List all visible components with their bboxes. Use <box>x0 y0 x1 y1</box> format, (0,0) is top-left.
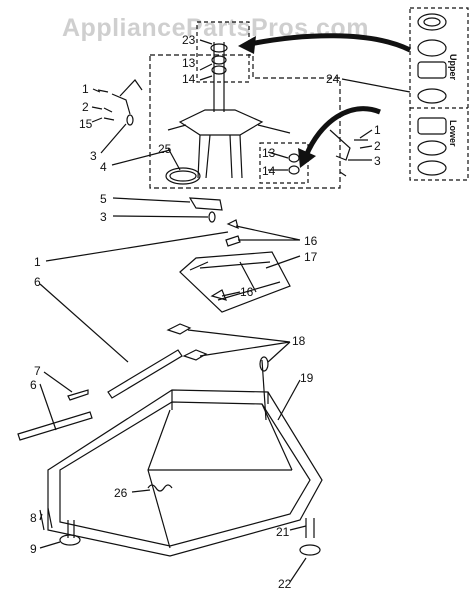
callout-9: 9 <box>30 542 37 556</box>
callout-8: 8 <box>30 511 37 525</box>
gearcase-group-box <box>149 54 341 189</box>
callout-13-right: 13 <box>262 146 276 160</box>
support-tray <box>179 251 291 313</box>
lower-bearing-box <box>259 142 309 184</box>
foot-left <box>59 534 81 546</box>
callout-14-right: 14 <box>262 164 276 178</box>
callout-6: 6 <box>34 275 41 289</box>
callout-3-lower: 3 <box>100 210 107 224</box>
inset-label-upper: Upper <box>448 54 458 81</box>
callout-4: 4 <box>100 160 107 174</box>
callout-3: 3 <box>90 149 97 163</box>
callout-1-right: 1 <box>374 123 381 137</box>
callout-7: 7 <box>34 364 41 378</box>
arrow-upper <box>249 33 412 53</box>
arrow-lower <box>303 106 381 157</box>
callout-21: 21 <box>276 525 290 539</box>
callout-17: 17 <box>304 250 318 264</box>
callout-23: 23 <box>182 33 196 47</box>
callout-6-lower: 6 <box>30 378 37 392</box>
inset-label-lower: Lower <box>448 120 458 147</box>
callout-2-right: 2 <box>374 139 381 153</box>
brace-lower <box>17 411 93 441</box>
bearing-inset-box <box>409 7 469 181</box>
callout-1-lower: 1 <box>34 255 41 269</box>
callout-3-right: 3 <box>374 154 381 168</box>
callout-16-tray: 16 <box>240 285 254 299</box>
callout-16: 16 <box>304 234 318 248</box>
callout-5: 5 <box>100 192 107 206</box>
gearcase-body <box>178 109 264 136</box>
callout-13: 13 <box>182 56 196 70</box>
callout-26: 26 <box>114 486 128 500</box>
brace-upper <box>107 349 183 399</box>
spindle-shaft <box>213 42 225 112</box>
callout-19: 19 <box>300 371 314 385</box>
seal-ring <box>165 167 201 185</box>
foot-right <box>299 544 321 556</box>
callout-1: 1 <box>82 82 89 96</box>
callout-15: 15 <box>79 117 93 131</box>
callout-18: 18 <box>292 334 306 348</box>
callout-24: 24 <box>326 72 340 86</box>
callout-22: 22 <box>278 577 292 591</box>
callout-25: 25 <box>158 142 172 156</box>
spring <box>147 484 173 492</box>
callout-14: 14 <box>182 72 196 86</box>
callout-2: 2 <box>82 100 89 114</box>
